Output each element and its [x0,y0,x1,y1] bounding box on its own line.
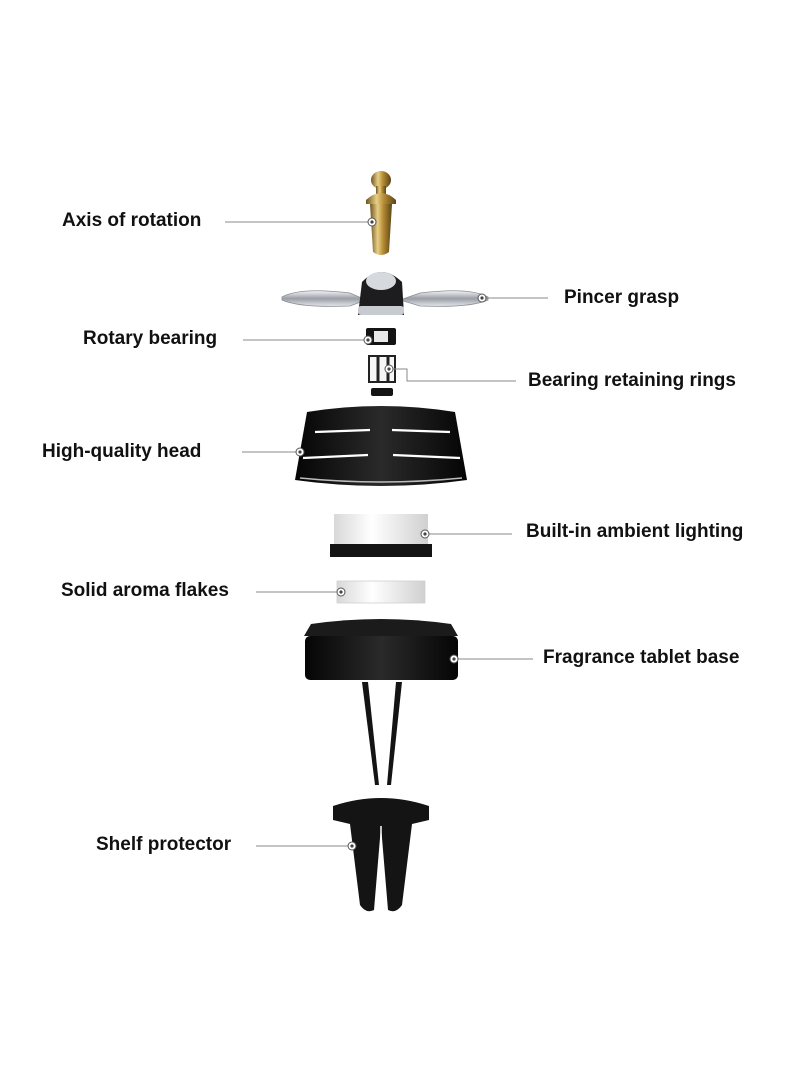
solid-aroma-flakes-part [336,580,426,604]
built-in-ambient-lighting-part [330,514,432,557]
leader-bearing-retaining-rings [389,368,516,382]
axis-of-rotation-part [366,171,396,255]
label-rotary-bearing: Rotary bearing [83,328,218,349]
label-axis-of-rotation: Axis of rotation [62,210,202,231]
callout-dots [295,217,487,851]
label-built-in-ambient-lighting: Built-in ambient lighting [526,521,744,542]
leader-lines [225,221,548,847]
rotary-bearing-part [366,328,396,345]
label-solid-aroma-flakes: Solid aroma flakes [61,580,229,601]
shelf-protector-part [333,798,429,912]
label-high-quality-head: High-quality head [42,441,202,462]
label-bearing-retaining-rings: Bearing retaining rings [528,370,736,391]
label-shelf-protector: Shelf protector [96,834,232,855]
label-pincer-grasp: Pincer grasp [564,287,680,308]
label-fragrance-tablet-base: Fragrance tablet base [543,647,740,668]
bearing-retaining-rings-part [368,355,396,396]
high-quality-head-part [295,406,467,486]
fragrance-tablet-base-part [304,619,458,785]
pincer-grasp-part [281,272,489,315]
